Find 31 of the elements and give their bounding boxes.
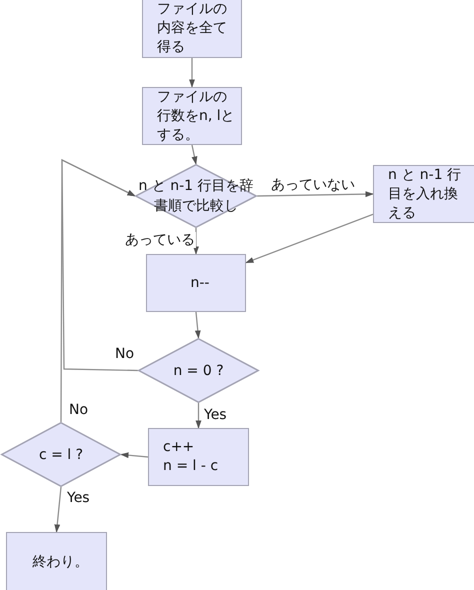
step-text: n = l - c [163,457,218,476]
process-box [373,165,474,223]
arrow [245,214,374,264]
process-box [146,254,246,312]
edge-label: あっている [124,232,196,248]
process-box [148,428,249,486]
step-text: n と n-1 行目を入れ換える [388,166,462,222]
arrow [191,144,198,165]
process-box [142,87,242,145]
process-box [142,0,242,58]
arrow [196,403,202,429]
decision-diamond [135,164,257,228]
condition-text: n = 0 ? [173,362,224,380]
step-text: n-- [190,274,210,292]
arrow [54,486,62,533]
step-text: ファイルの行数をn, lとする。 [157,88,235,144]
arrow [256,191,374,198]
step-text: ファイルの内容を全て得る [157,0,228,56]
arrow [60,159,136,422]
edge-label: あっていない [270,177,356,193]
arrow [120,452,148,458]
condition-text: c = l ? [38,446,84,464]
step-text: c++ [163,438,194,457]
process-box [6,532,107,590]
condition-text: n と n-1 行目を辞書順で比較し [137,177,255,216]
decision-diamond [138,338,259,403]
arrow [194,312,201,339]
arrow [193,228,199,255]
step-text: 終わり。 [32,552,88,572]
decision-diamond [1,422,121,487]
arrow [189,58,195,88]
